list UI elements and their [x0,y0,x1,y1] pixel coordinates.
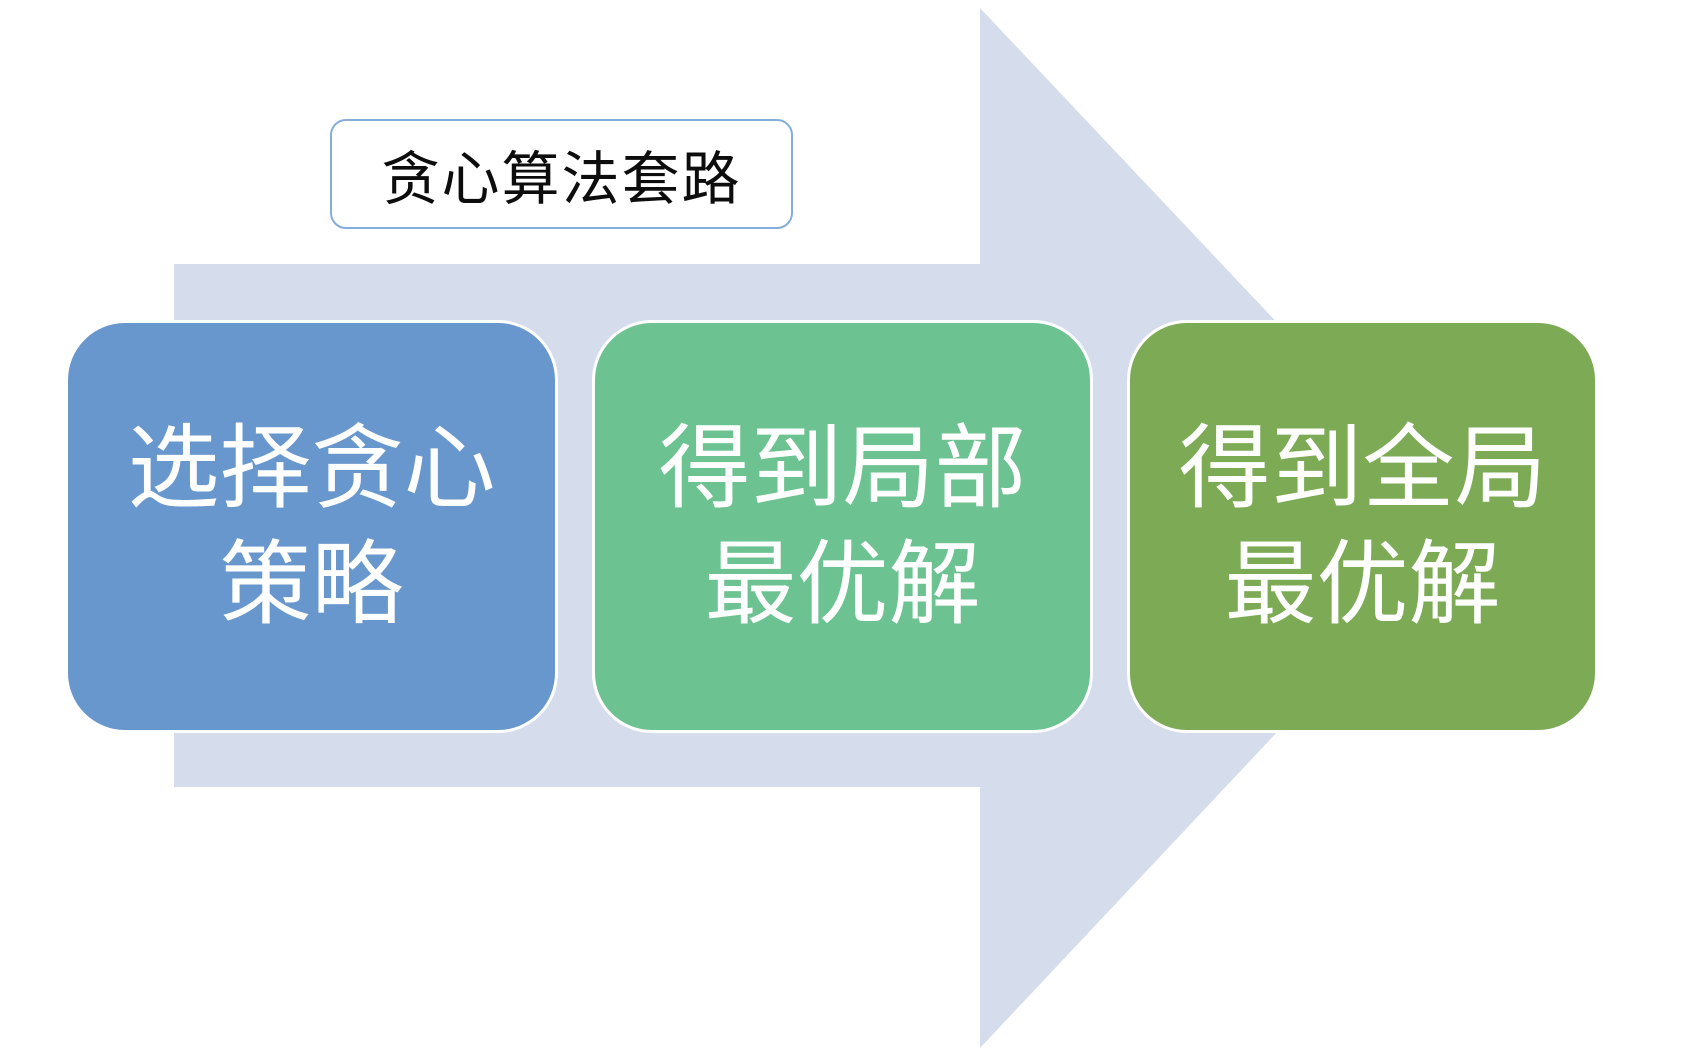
step-line: 选择贪心 [127,417,496,520]
step-line: 策略 [219,533,404,636]
step-line: 得到局部 [658,417,1027,520]
step-line: 最优解 [704,533,981,636]
step-box-global-optimum: 得到全局 最优解 [1127,320,1598,733]
step-box-local-optimum: 得到局部 最优解 [592,320,1093,733]
step-line: 得到全局 [1178,417,1547,520]
step-line: 最优解 [1224,533,1501,636]
title-box: 贪心算法套路 [330,119,793,229]
step-box-choose-greedy-strategy: 选择贪心 策略 [65,320,558,733]
title-label: 贪心算法套路 [381,147,742,212]
